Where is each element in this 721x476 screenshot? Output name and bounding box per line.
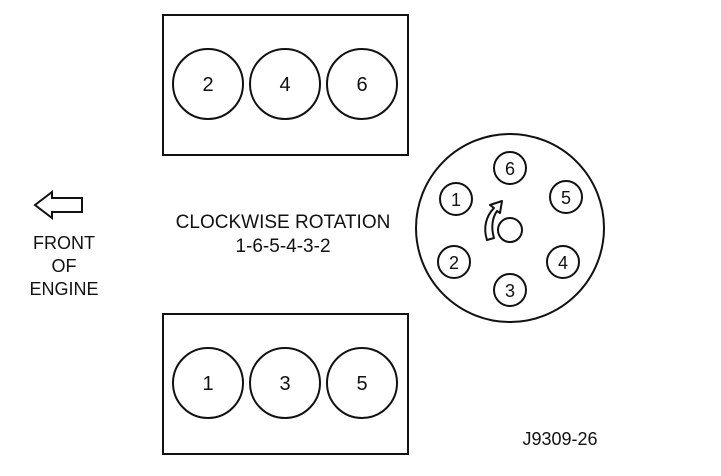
- front-label-line-2: OF: [52, 256, 77, 276]
- terminal-3-circle: [493, 273, 527, 307]
- bottom-cylinder-bank: 1 3 5: [162, 313, 409, 455]
- terminal-6-circle: [493, 151, 527, 185]
- cylinder-3-label: 3: [279, 373, 290, 395]
- terminal-5-circle: [549, 180, 583, 214]
- terminal-2-circle: [437, 245, 471, 279]
- rotor-hub: [497, 217, 523, 243]
- rotation-title: CLOCKWISE ROTATION: [176, 212, 391, 233]
- cylinder-2-circle: [172, 48, 244, 120]
- terminal-6-label: 6: [505, 159, 515, 179]
- cylinder-1-circle: [172, 347, 244, 419]
- top-bank-outline: [162, 14, 409, 156]
- cylinder-6-circle: [326, 48, 398, 120]
- bottom-bank-outline: [162, 313, 409, 455]
- front-label-line-1: FRONT: [33, 233, 95, 253]
- terminal-1-label: 1: [451, 190, 461, 210]
- terminal-2-label: 2: [449, 253, 459, 273]
- cylinder-3-circle: [249, 347, 321, 419]
- distributor-cap: 6 5 4 3 2 1: [415, 133, 605, 323]
- cylinder-4-label: 4: [279, 74, 290, 96]
- terminal-4-circle: [546, 245, 580, 279]
- figure-id: J9309-26: [522, 429, 597, 449]
- cylinder-5-circle: [326, 347, 398, 419]
- front-of-engine: FRONT OF ENGINE: [29, 189, 99, 299]
- cylinder-1-label: 1: [202, 373, 213, 395]
- terminal-3-label: 3: [505, 281, 515, 301]
- terminal-5-label: 5: [561, 188, 571, 208]
- cylinder-2-label: 2: [202, 74, 213, 96]
- cylinder-4-circle: [249, 48, 321, 120]
- top-cylinder-bank: 2 4 6: [162, 14, 409, 156]
- front-label-line-3: ENGINE: [29, 279, 98, 299]
- rotation-info: CLOCKWISE ROTATION 1-6-5-4-3-2: [176, 212, 391, 257]
- firing-order: 1-6-5-4-3-2: [235, 236, 330, 257]
- arrow-left-icon: [33, 189, 83, 221]
- distributor-cap-outline: [415, 133, 605, 323]
- terminal-4-label: 4: [558, 253, 568, 273]
- rotation-arrow-icon: [484, 200, 503, 241]
- cylinder-6-label: 6: [356, 74, 367, 96]
- cylinder-5-label: 5: [356, 373, 367, 395]
- terminal-1-circle: [439, 182, 473, 216]
